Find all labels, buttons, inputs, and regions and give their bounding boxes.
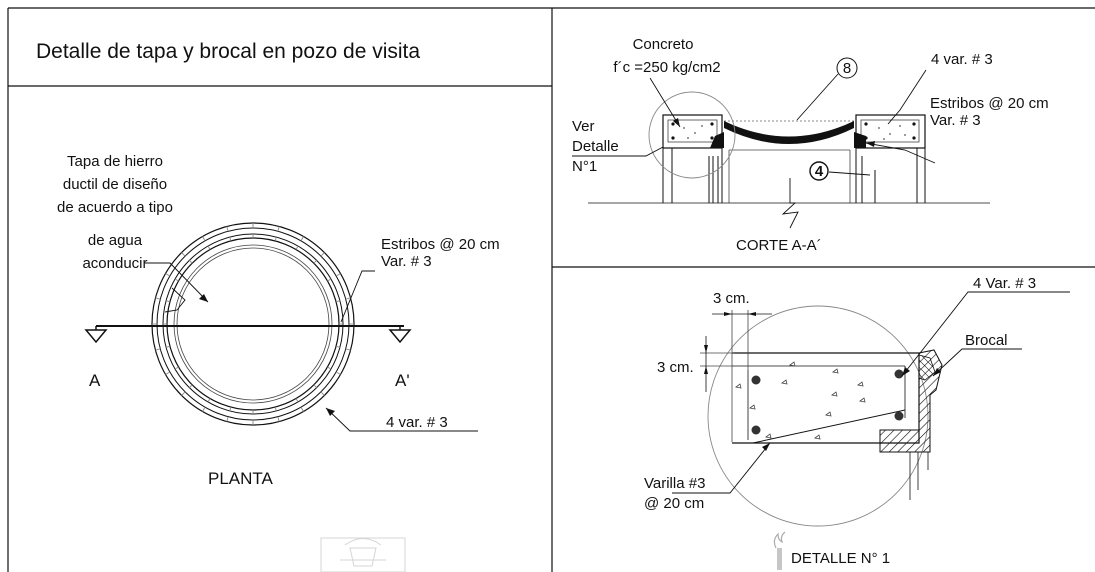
panel-borders [7, 7, 1095, 572]
slab-bottom [732, 409, 906, 444]
concreto-leader [649, 77, 681, 128]
svg-text:Estribos @ 20 cm: Estribos @ 20 cm [930, 95, 1049, 112]
dim-left: 3 cm. [657, 359, 694, 376]
varillas-leader-corte [887, 69, 927, 125]
svg-text:Concreto: Concreto [633, 36, 694, 53]
corte-view: Concreto f´c =250 kg/cm2 8 4 var. # 3 Es… [572, 36, 1049, 254]
left-wall [662, 147, 723, 203]
svg-text:Ver: Ver [572, 118, 595, 135]
svg-text:Varilla #3: Varilla #3 [644, 475, 705, 492]
svg-text:Var. # 3: Var. # 3 [930, 112, 981, 129]
callout-4-circle [809, 161, 829, 181]
corte-caption: CORTE A-A´ [736, 237, 822, 254]
varillas-label-corte: 4 var. # 3 [931, 51, 993, 68]
section-label-right: A' [395, 371, 410, 390]
svg-text:N°1: N°1 [572, 158, 597, 175]
svg-text:f´c =250 kg/cm2: f´c =250 kg/cm2 [613, 59, 720, 76]
detalle-caption: DETALLE N° 1 [791, 550, 890, 567]
ground-break [781, 178, 799, 229]
tapa-leader-arrow [199, 294, 208, 302]
svg-text:aconducir: aconducir [82, 255, 147, 272]
section-arrow-left [84, 329, 108, 344]
brocal-leader [932, 348, 1022, 377]
section-arrow-right [388, 329, 412, 344]
planta-caption: PLANTA [208, 469, 274, 488]
svg-text:de acuerdo a tipo: de acuerdo a tipo [57, 199, 173, 216]
aggregate-marks [735, 361, 866, 440]
seat-right [854, 132, 866, 148]
callout-8: 8 [843, 60, 851, 77]
lifting-hook [164, 287, 186, 313]
manhole-rings [151, 222, 355, 426]
seal-emblem [320, 537, 406, 572]
callout-8-leader [796, 73, 839, 121]
callout-8-circle [836, 57, 858, 79]
section-label-left: A [89, 371, 101, 390]
callout-4: 4 [815, 163, 824, 180]
varillas-leader-arrow [326, 408, 335, 416]
estribos-label-planta: Estribos @ 20 cm Var. # 3 [381, 236, 500, 270]
varilla-label-detalle: Varilla #3 @ 20 cm [644, 475, 705, 512]
right-wall [855, 147, 926, 203]
planta-view: A A' Tapa de hierro ductil de diseño de … [57, 153, 500, 572]
dim-top: 3 cm. [713, 290, 750, 307]
ver-detalle-leader [572, 146, 664, 157]
page-title: Detalle de tapa y brocal en pozo de visi… [36, 40, 420, 63]
detail-rebar [751, 369, 904, 435]
svg-text:Tapa de hierro: Tapa de hierro [67, 153, 163, 170]
concreto-label: Concreto f´c =250 kg/cm2 [613, 36, 720, 76]
svg-text:de agua: de agua [88, 232, 143, 249]
torch-icon [773, 531, 786, 570]
svg-text:ductil de diseño: ductil de diseño [63, 176, 167, 193]
brocal-left [662, 114, 723, 149]
ver-detalle-label: Ver Detalle N°1 [572, 118, 619, 175]
detail-marker-circle [648, 91, 736, 179]
concrete-specks [683, 125, 906, 140]
svg-text:@ 20 cm: @ 20 cm [644, 495, 704, 512]
tapa-leader [145, 262, 209, 303]
brocal-right [855, 114, 926, 149]
varillas-label-detalle: 4 Var. # 3 [973, 275, 1036, 292]
varillas-label-planta: 4 var. # 3 [386, 414, 448, 431]
estribos-leader-corte [865, 142, 936, 164]
svg-text:Detalle: Detalle [572, 138, 619, 155]
detalle-view: 3 cm. 3 cm. 4 Var. # 3 Brocal Varilla #3… [644, 275, 1070, 570]
estribos-label-corte: Estribos @ 20 cm Var. # 3 [930, 95, 1049, 129]
brocal-label: Brocal [965, 332, 1008, 349]
estribos-leader-planta [340, 270, 375, 323]
varilla-leader-detalle [672, 442, 771, 494]
svg-text:Var. # 3: Var. # 3 [381, 253, 432, 270]
varillas-leader-detalle [901, 291, 1070, 377]
callout-4-leader [828, 171, 871, 176]
svg-text:Estribos @ 20 cm: Estribos @ 20 cm [381, 236, 500, 253]
manhole-cover [724, 121, 854, 144]
tapa-label: Tapa de hierro ductil de diseño de acuer… [57, 153, 173, 272]
seat-left [710, 132, 724, 148]
varillas-leader-planta [325, 407, 478, 432]
